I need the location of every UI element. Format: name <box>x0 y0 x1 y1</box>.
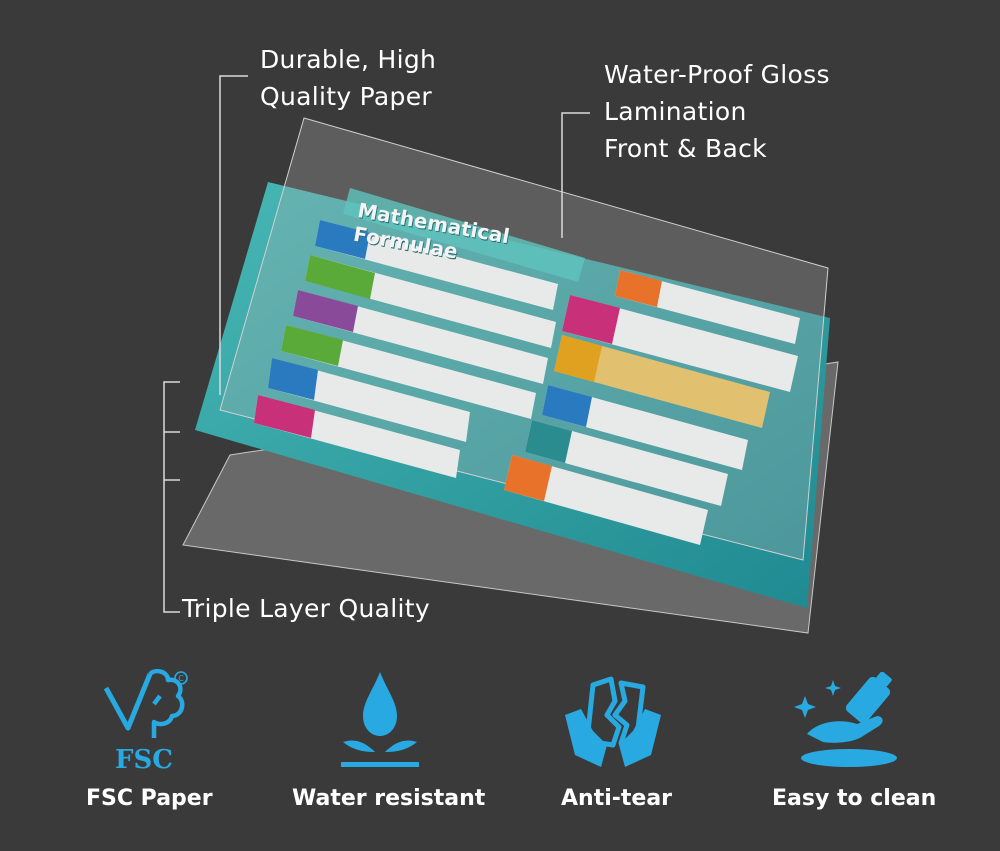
lamination-callout-line-3: Front & Back <box>604 134 767 163</box>
lamination-callout-line-2: Lamination <box>604 97 747 126</box>
fsc-paper-label: FSC Paper <box>86 786 213 811</box>
fsc-tree-icon: C FSC <box>98 668 198 777</box>
torn-paper-hands-icon <box>563 675 663 774</box>
title-banner <box>343 188 585 282</box>
paper-leader-line <box>219 75 248 395</box>
paper-callout-line-1: Durable, High <box>260 45 437 74</box>
layers-callout-text: Triple Layer Quality <box>182 594 430 623</box>
lamination-leader-line <box>561 112 590 238</box>
left-formula-rows <box>254 220 558 478</box>
anti-tear-label: Anti-tear <box>561 786 673 811</box>
paper-callout: Durable, High Quality Paper <box>260 41 436 115</box>
lamination-callout: Water-Proof Gloss Lamination Front & Bac… <box>604 56 830 167</box>
layers-callout: Triple Layer Quality <box>182 590 430 627</box>
right-formula-rows <box>504 270 800 545</box>
fsc-logo-text: FSC <box>115 745 173 773</box>
cleaning-spray-hand-icon <box>793 671 903 776</box>
lamination-callout-line-1: Water-Proof Gloss <box>604 60 830 89</box>
layers-bracket <box>163 381 180 613</box>
paper-callout-line-2: Quality Paper <box>260 82 432 111</box>
water-drop-icon <box>335 668 425 777</box>
water-resistant-label: Water resistant <box>292 786 486 811</box>
svg-text:C: C <box>178 674 184 683</box>
easy-to-clean-label: Easy to clean <box>772 786 937 811</box>
